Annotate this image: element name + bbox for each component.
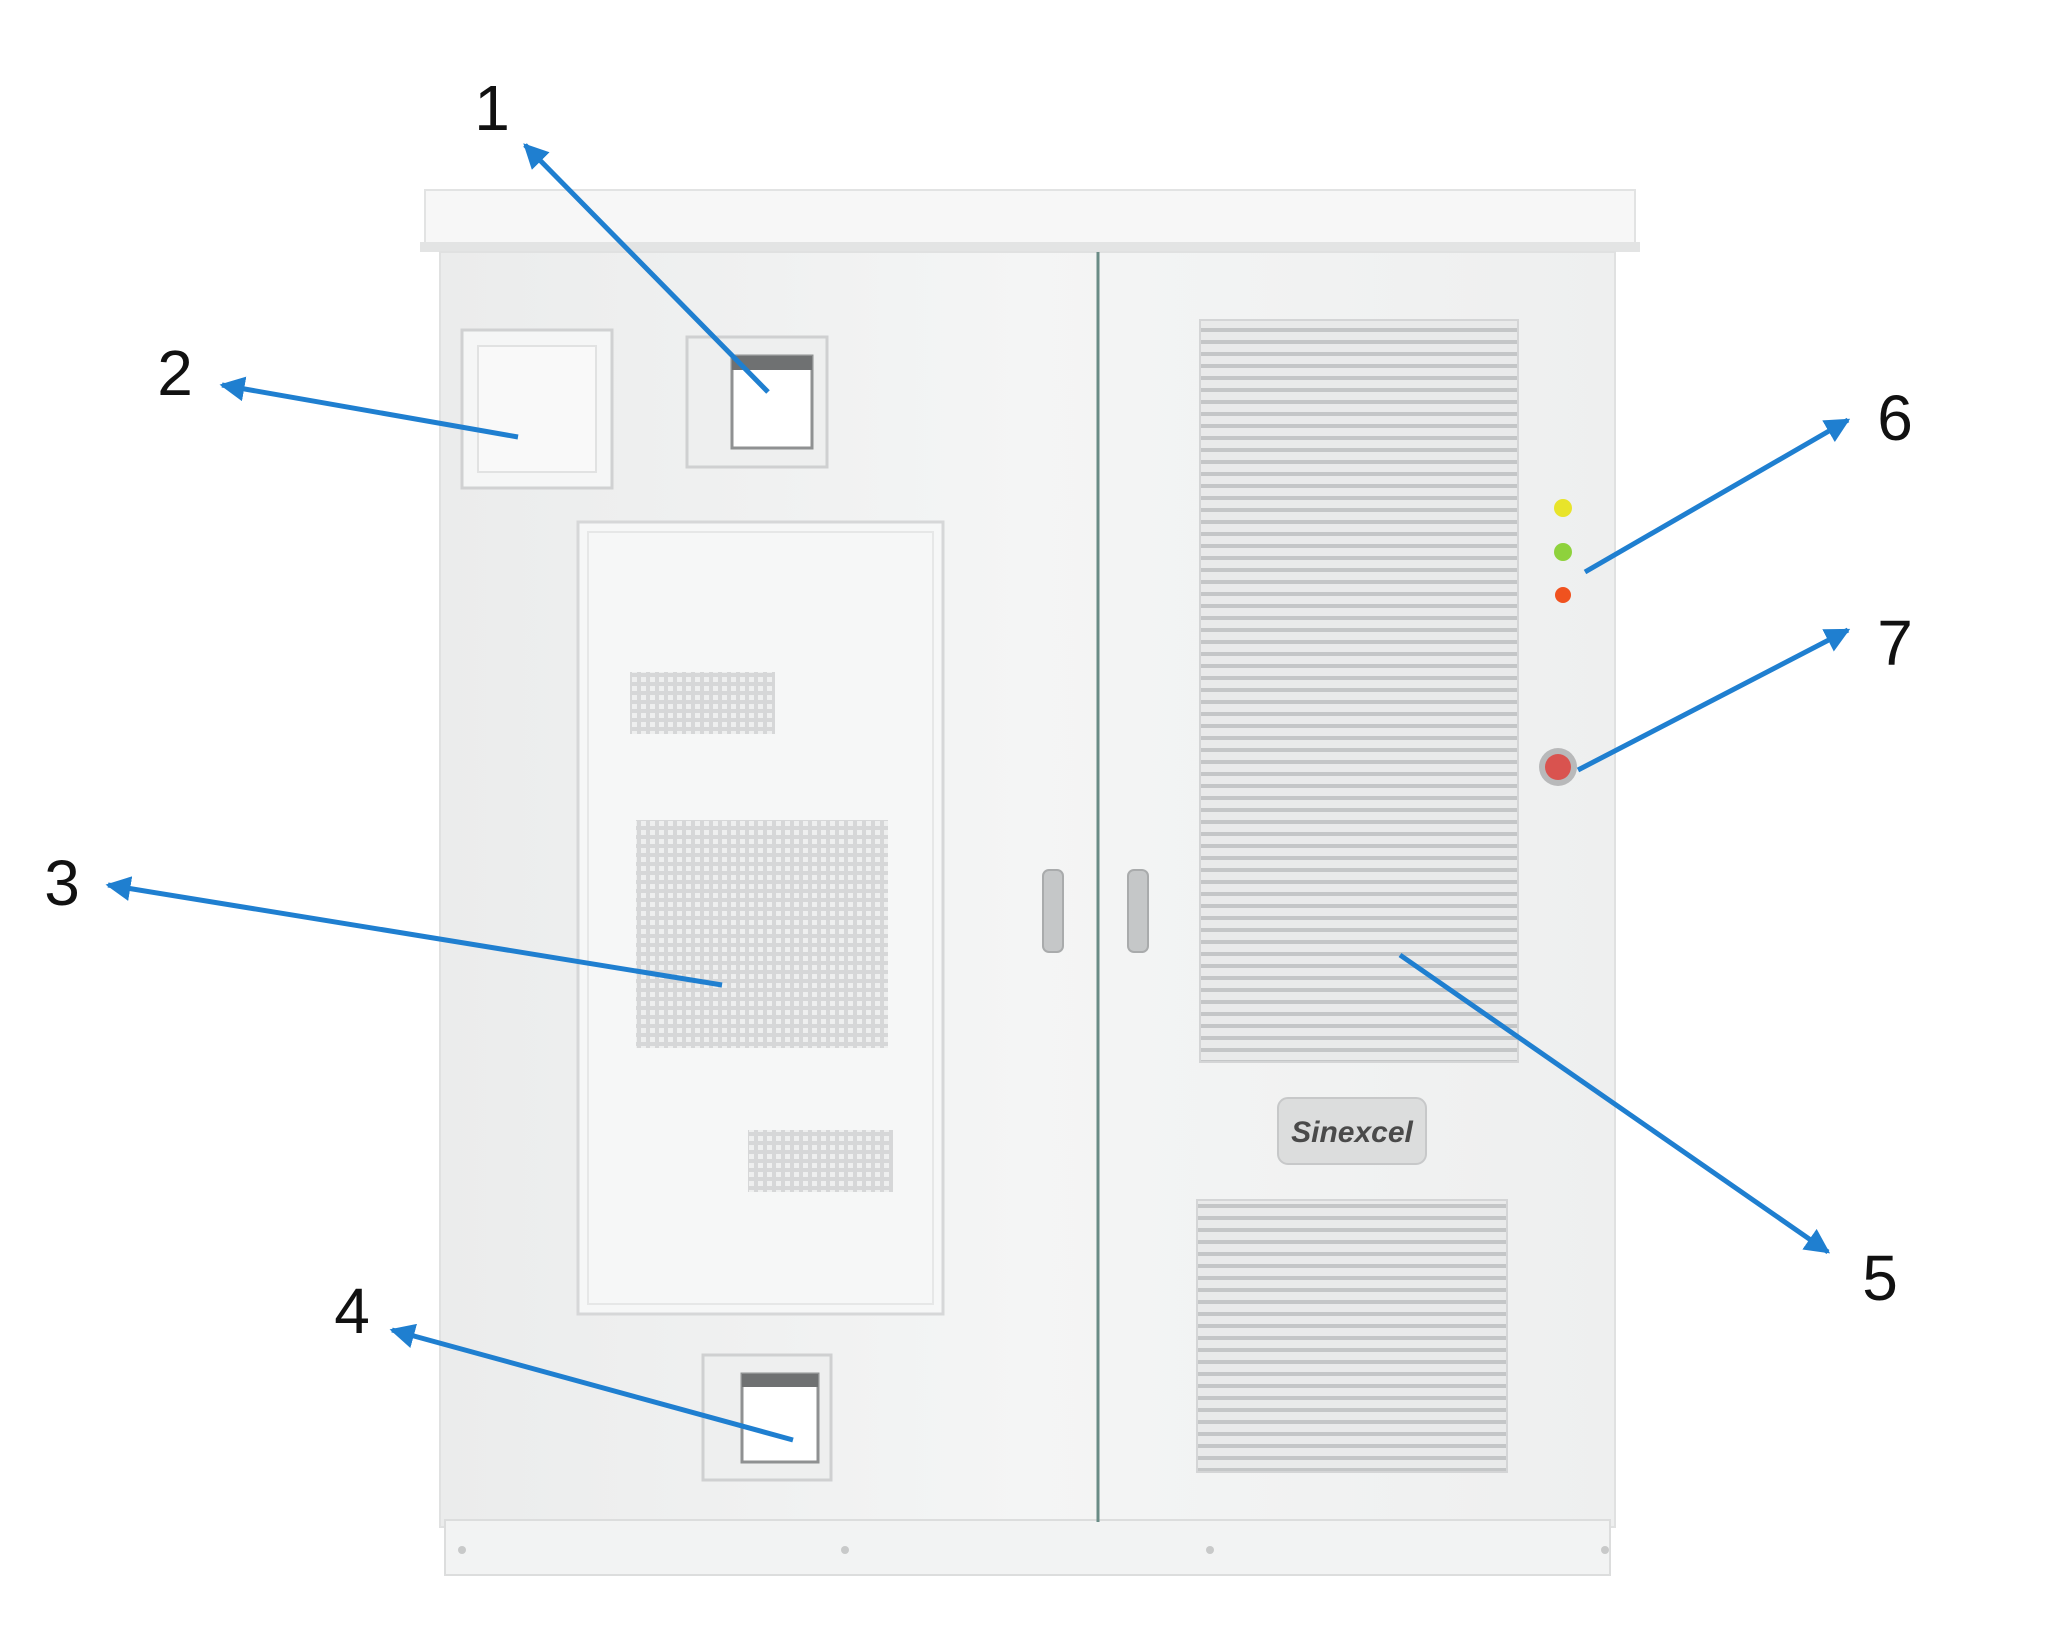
door-handle-right: [1127, 869, 1149, 953]
callout-label-2: 2: [157, 337, 193, 409]
base-bolt: [1601, 1546, 1609, 1554]
brand-badge-text: Sinexcel: [1291, 1116, 1413, 1149]
base-bolt: [1206, 1546, 1214, 1554]
callout-arrow-7: [1576, 627, 1851, 773]
brand-badge: Sinexcel: [1277, 1097, 1427, 1165]
cabinet-base: [444, 1519, 1611, 1576]
bottom-small-panel: [701, 1353, 833, 1482]
callout-label-1: 1: [474, 72, 510, 144]
indicator-light-green: [1554, 543, 1572, 561]
ac-vent-middle: [636, 820, 888, 1048]
callout-label-6: 6: [1877, 382, 1913, 454]
indicator-lights: [1554, 499, 1572, 603]
right-door-vent: [1199, 319, 1519, 1063]
callout-label-4: 4: [334, 1275, 370, 1347]
top-left-small-panel: [460, 328, 614, 490]
cabinet-top-edge: [420, 242, 1640, 252]
callout-label-3: 3: [44, 847, 80, 919]
callout-label-7: 7: [1877, 607, 1913, 679]
callout-arrows: [105, 143, 1851, 1443]
callout-arrow-1: [523, 143, 770, 394]
base-bolt: [841, 1546, 849, 1554]
callout-arrow-3: [105, 876, 723, 988]
indicator-light-yellow: [1554, 499, 1572, 517]
air-conditioner-unit: [576, 520, 945, 1316]
right-door-vent-lower: [1196, 1199, 1508, 1473]
callout-label-5: 5: [1862, 1242, 1898, 1314]
door-handle-left: [1042, 869, 1064, 953]
emergency-stop-button[interactable]: [1539, 748, 1577, 786]
indicator-light-red: [1555, 587, 1571, 603]
callout-arrow-4: [389, 1323, 794, 1443]
ac-vent-bottom: [748, 1130, 893, 1192]
callout-arrow-2: [219, 376, 519, 440]
cabinet-roof: [424, 189, 1636, 251]
callout-arrow-6: [1583, 417, 1851, 575]
ac-vent-top: [630, 672, 775, 734]
base-bolt: [458, 1546, 466, 1554]
top-right-small-panel: [685, 335, 829, 469]
callout-arrow-5: [1398, 952, 1831, 1255]
callout-labels: 1 2 3 4 5 6 7: [44, 72, 1913, 1347]
